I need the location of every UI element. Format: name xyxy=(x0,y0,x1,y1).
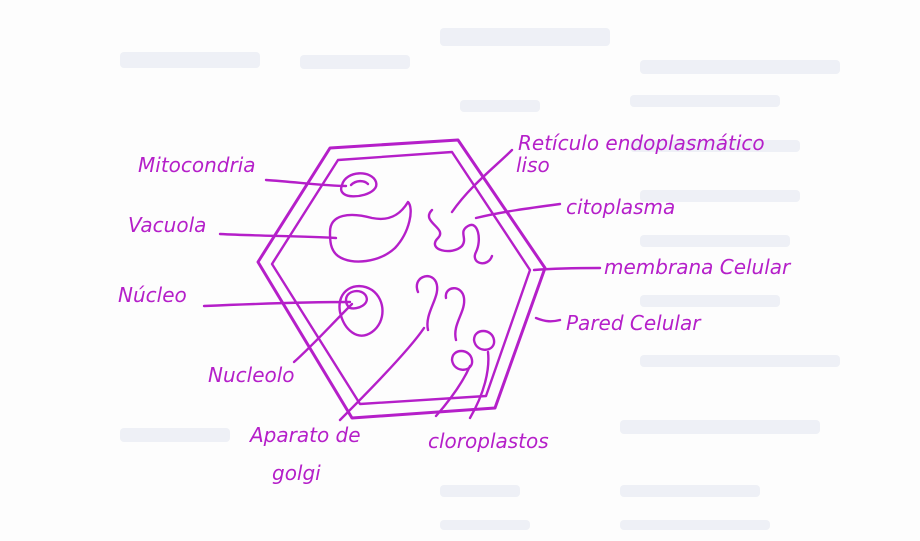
label-cloroplastos: cloroplastos xyxy=(428,429,549,453)
membrane-pointer xyxy=(534,268,600,270)
label-nucleolo: Nucleolo xyxy=(208,363,295,387)
golgi-pointer xyxy=(340,328,424,420)
label-citoplasma: citoplasma xyxy=(566,195,675,219)
label-mitocondria: Mitocondria xyxy=(138,153,256,177)
wall-pointer xyxy=(536,318,560,321)
vacuole-shape xyxy=(330,202,411,262)
mitochondria-cristae xyxy=(351,181,368,185)
label-nucleo: Núcleo xyxy=(118,283,187,307)
vacuole-pointer xyxy=(220,234,336,238)
nucleus-pointer xyxy=(204,302,350,306)
smooth-er-shape xyxy=(429,210,492,263)
label-reticulo-line1: Retículo endoplasmático xyxy=(518,131,765,155)
paper-bleedthrough xyxy=(120,28,840,530)
label-aparato-line2: golgi xyxy=(272,461,321,485)
chloroplast-shape-2 xyxy=(474,331,494,350)
golgi-shape xyxy=(417,276,464,340)
label-vacuola: Vacuola xyxy=(128,213,206,237)
mitochondria-shape xyxy=(341,173,376,196)
label-aparato-line1: Aparato de xyxy=(248,423,361,447)
label-pared: Pared Celular xyxy=(566,311,702,335)
label-membrana: membrana Celular xyxy=(604,255,792,279)
chloroplast-pointer-1 xyxy=(436,366,470,416)
label-reticulo-line2: liso xyxy=(516,153,550,177)
cell-wall-outline xyxy=(258,140,545,418)
smooth-er-pointer xyxy=(452,150,512,212)
